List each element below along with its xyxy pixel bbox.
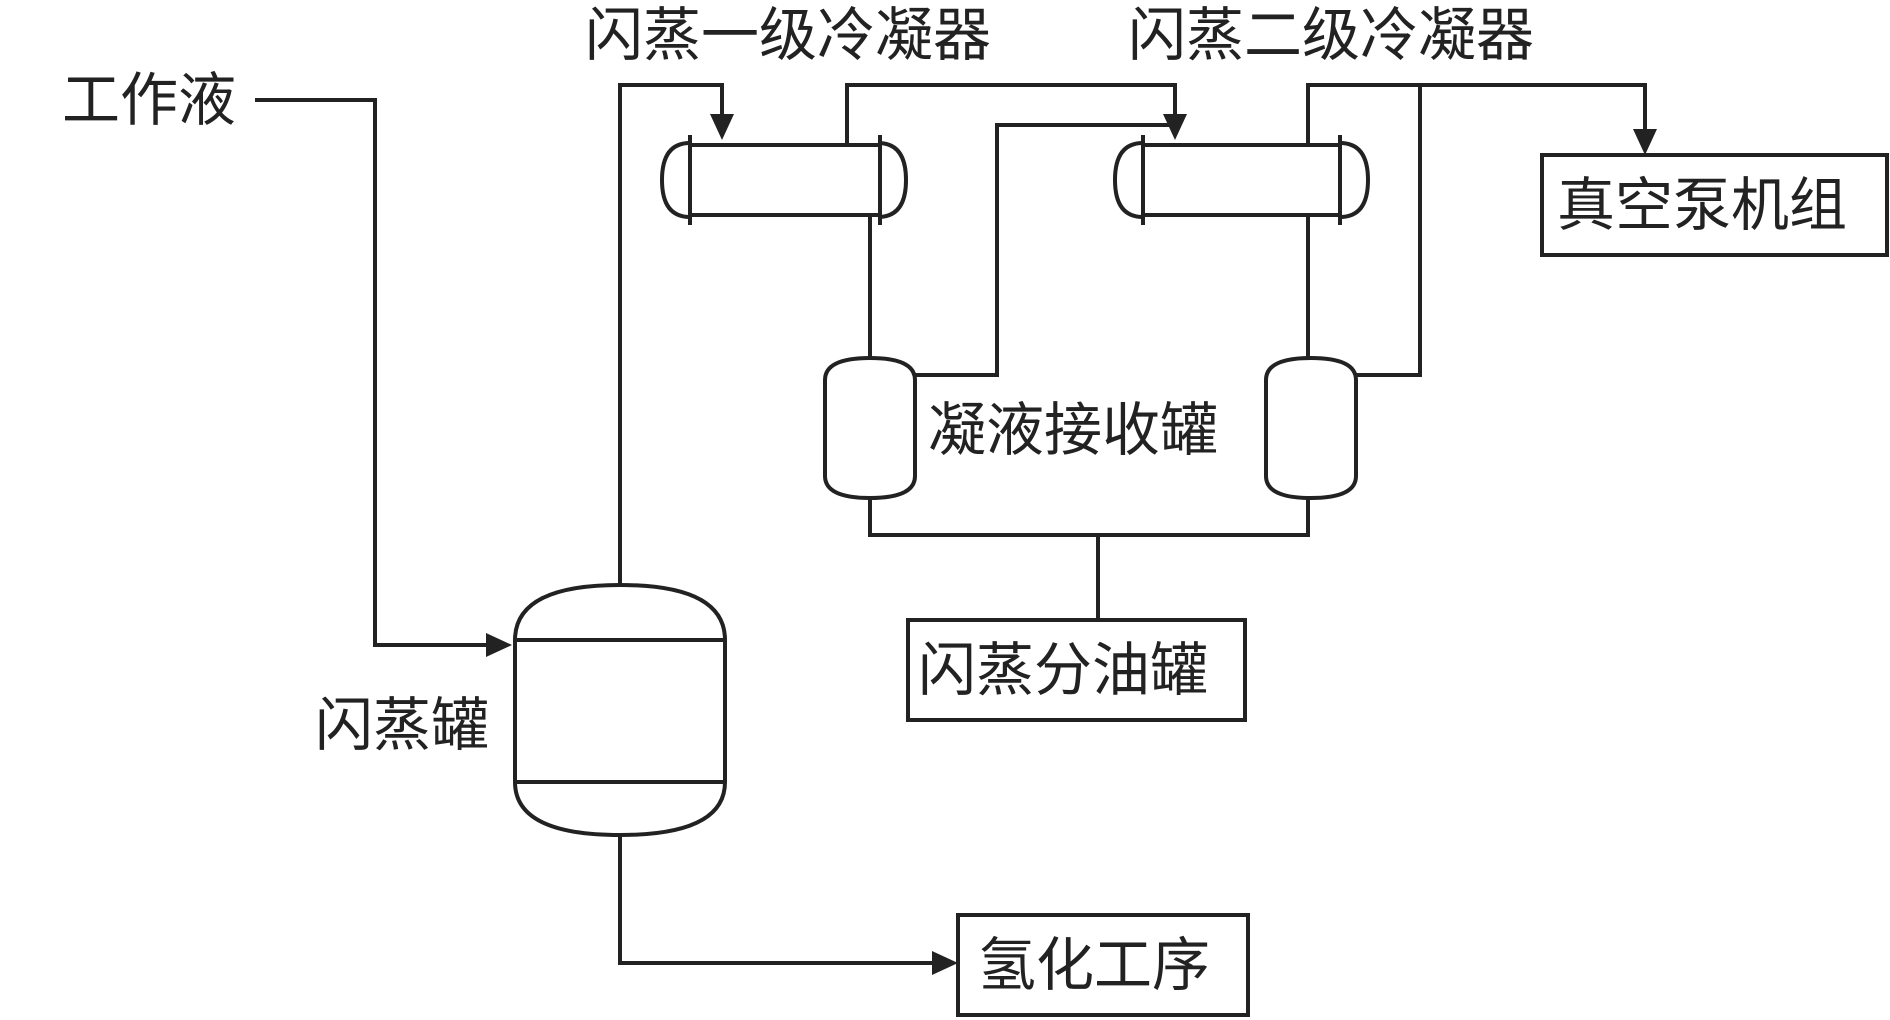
vapor-line-to-condenser-1 bbox=[618, 83, 724, 585]
condensate-receiver-1 bbox=[823, 355, 917, 501]
condenser-1-inlet-arrow bbox=[710, 114, 734, 140]
vacuum-pump-box bbox=[1540, 153, 1889, 257]
condenser-2 bbox=[1141, 143, 1342, 217]
receivers-bottom-line bbox=[868, 498, 1310, 537]
hydrogenation-inlet-arrow bbox=[932, 951, 958, 975]
condenser-1-left-head bbox=[659, 141, 691, 219]
hydrogenation-label: 氢化工序 bbox=[978, 931, 1210, 999]
flash-tank bbox=[513, 582, 727, 838]
condenser-1-label: 闪蒸一级冷凝器 bbox=[585, 1, 991, 69]
condenser-2-right-head bbox=[1339, 141, 1371, 219]
receiver-2-vent-line bbox=[1355, 85, 1422, 377]
hydrogenation-box bbox=[956, 913, 1250, 1017]
condenser-1-to-condenser-2-line bbox=[845, 83, 1177, 145]
vacuum-pump-inlet-arrow bbox=[1633, 129, 1657, 155]
working-fluid-arrow bbox=[486, 633, 512, 657]
condenser-1-right-head bbox=[877, 141, 909, 219]
flash-tank-bottom-line bbox=[618, 835, 935, 965]
working-fluid-label: 工作液 bbox=[62, 66, 236, 134]
condenser-1 bbox=[688, 143, 882, 217]
condenser-2-left-head bbox=[1112, 141, 1144, 219]
condensate-tank-label: 凝液接收罐 bbox=[928, 396, 1218, 464]
condenser-2-label: 闪蒸二级冷凝器 bbox=[1128, 1, 1534, 69]
working-fluid-feed-line bbox=[255, 98, 490, 647]
oil-separator-label: 闪蒸分油罐 bbox=[918, 636, 1208, 704]
receiver-1-vent-line bbox=[915, 123, 1175, 377]
condenser-2-to-vacuum-line bbox=[1306, 83, 1647, 145]
vacuum-pump-label: 真空泵机组 bbox=[1557, 171, 1847, 239]
oil-separator-box bbox=[906, 618, 1247, 722]
flash-tank-label: 闪蒸罐 bbox=[315, 691, 489, 759]
condensate-receiver-2 bbox=[1264, 355, 1358, 501]
